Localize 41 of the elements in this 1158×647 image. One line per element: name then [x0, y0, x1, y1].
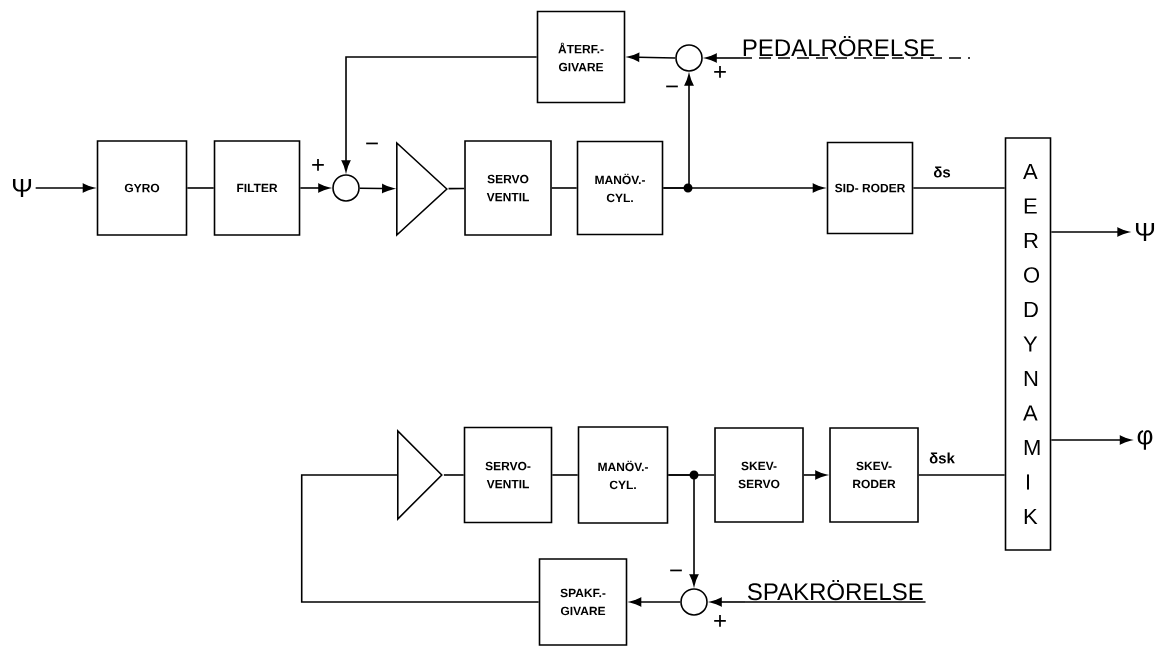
arrow	[299, 183, 330, 193]
block-box: SPAKF.- GIVARE	[538, 558, 628, 646]
arrow	[1050, 435, 1132, 445]
block-box: MANÖV.- CYL.	[577, 426, 669, 524]
edge-label: δsk	[929, 452, 955, 464]
arrow	[710, 597, 746, 607]
block-box: SID- RODER	[826, 141, 914, 235]
arrow	[629, 597, 681, 607]
arrow	[1050, 227, 1129, 237]
block-box: SKEV- RODER	[829, 427, 919, 523]
signal-label: PEDALRÖRELSE	[743, 35, 935, 57]
block-box: FILTER	[213, 140, 301, 236]
arrow	[627, 52, 676, 62]
edge-label: δs	[933, 166, 951, 178]
sign-label: +	[714, 66, 726, 78]
sign-label: −	[666, 85, 678, 88]
block-box: GYRO	[96, 140, 188, 236]
sign-label: −	[670, 569, 682, 572]
summing-junction	[680, 588, 708, 616]
arrow	[34, 183, 95, 193]
sign-label: −	[366, 142, 378, 145]
arrow	[803, 470, 827, 480]
sign-label: +	[714, 615, 726, 627]
block-box: SERVO- VENTIL	[463, 426, 553, 524]
block-box: SERVO VENTIL	[464, 140, 552, 236]
signal-label: SPAKRÖRELSE	[747, 579, 923, 601]
block-box: ÅTERF.- GIVARE	[536, 10, 626, 104]
arrow	[359, 184, 394, 193]
signal-symbol: φ	[1137, 430, 1153, 450]
block-box: SKEV- SERVO	[714, 427, 804, 523]
block-box: MANÖV.- CYL.	[576, 140, 664, 236]
arrow	[705, 53, 741, 63]
arrow	[662, 74, 694, 189]
sign-label: +	[312, 159, 324, 171]
arrow	[667, 474, 699, 586]
summing-junction	[675, 44, 703, 72]
summing-junction	[332, 174, 360, 202]
block-box: AERODYNAMIK	[1004, 137, 1052, 551]
signal-symbol: Ψ	[1136, 223, 1155, 241]
arrow	[341, 56, 538, 172]
signal-symbol: Ψ	[13, 179, 32, 197]
